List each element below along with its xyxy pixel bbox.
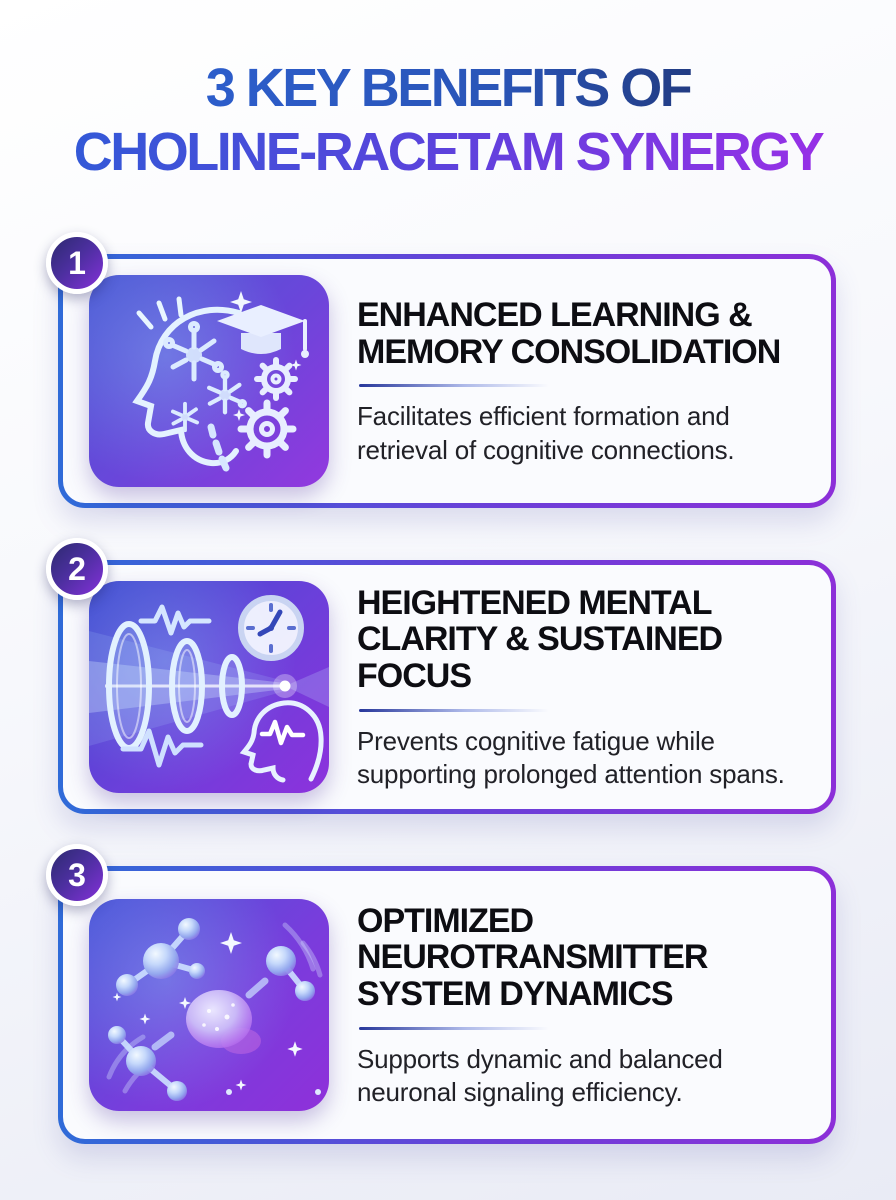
learning-illustration <box>89 275 329 487</box>
neuron-icon <box>207 370 247 415</box>
benefit-title-1: ENHANCED LEARNING & MEMORY CONSOLIDATION <box>357 296 781 371</box>
sparkle-icon <box>230 291 302 422</box>
equalizer-bars-icon <box>237 1035 311 1099</box>
neuron-icon <box>170 401 200 433</box>
molecule-icon <box>116 918 205 996</box>
benefit-card-3-body: OPTIMIZED NEUROTRANSMITTER SYSTEM DYNAMI… <box>63 871 831 1139</box>
divider <box>359 708 549 712</box>
benefit-description-3: Supports dynamic and balanced neuronal s… <box>357 1043 723 1108</box>
neurotransmitter-illustration <box>89 899 329 1111</box>
benefit-card-3-text: OPTIMIZED NEUROTRANSMITTER SYSTEM DYNAMI… <box>357 901 807 1110</box>
head-pulse-icon <box>239 700 324 783</box>
molecule-icon <box>245 946 315 1001</box>
benefit-card-1-body: ENHANCED LEARNING & MEMORY CONSOLIDATION… <box>63 259 831 503</box>
page-title: 3 KEY BENEFITS OF CHOLINE-RACETAM SYNERG… <box>0 0 896 184</box>
number-badge-3: 3 <box>46 844 108 906</box>
benefit-description-2: Prevents cognitive fatigue while support… <box>357 725 785 790</box>
gear-icon <box>254 357 298 401</box>
equalizer-dots <box>226 1089 321 1095</box>
benefit-card-2: 2 <box>46 538 836 814</box>
number-badge-1: 1 <box>46 232 108 294</box>
head-profile-icon <box>132 306 242 467</box>
focus-point-icon <box>273 674 297 698</box>
brainwave-icon <box>120 728 204 768</box>
graduation-cap-icon <box>217 305 309 358</box>
lens-highlight <box>116 633 196 739</box>
gear-icon <box>237 399 297 459</box>
divider <box>359 384 549 388</box>
neuron-icon <box>163 321 224 382</box>
benefit-card-1: 1 <box>46 232 836 508</box>
rays-icon <box>136 296 184 330</box>
infographic: 3 KEY BENEFITS OF CHOLINE-RACETAM SYNERG… <box>0 0 896 1144</box>
clock-icon <box>238 595 304 661</box>
pulse-icon <box>259 719 306 746</box>
benefit-description-1: Facilitates efficient formation and retr… <box>357 401 735 465</box>
page-title-line-2: CHOLINE-RACETAM SYNERGY <box>0 120 896 184</box>
synapse-icon <box>186 990 261 1054</box>
benefit-card-1-text: ENHANCED LEARNING & MEMORY CONSOLIDATION… <box>357 295 807 467</box>
molecule-icon <box>108 1026 187 1101</box>
benefit-title-3: OPTIMIZED NEUROTRANSMITTER SYSTEM DYNAMI… <box>357 901 708 1014</box>
benefit-title-2: HEIGHTENED MENTAL CLARITY & SUSTAINED FO… <box>357 583 723 696</box>
number-badge-2: 2 <box>46 538 108 600</box>
benefit-card-3: 3 <box>46 844 836 1144</box>
brainstem-icon <box>207 423 230 472</box>
focus-illustration <box>89 581 329 793</box>
divider <box>359 1026 549 1030</box>
benefit-card-2-body: HEIGHTENED MENTAL CLARITY & SUSTAINED FO… <box>63 565 831 809</box>
page-title-line-1: 3 KEY BENEFITS OF <box>0 56 896 120</box>
benefit-card-2-text: HEIGHTENED MENTAL CLARITY & SUSTAINED FO… <box>357 583 807 792</box>
brainwave-icon <box>138 604 212 636</box>
lens-icon <box>106 621 245 751</box>
benefit-cards: 1 <box>46 232 836 1144</box>
